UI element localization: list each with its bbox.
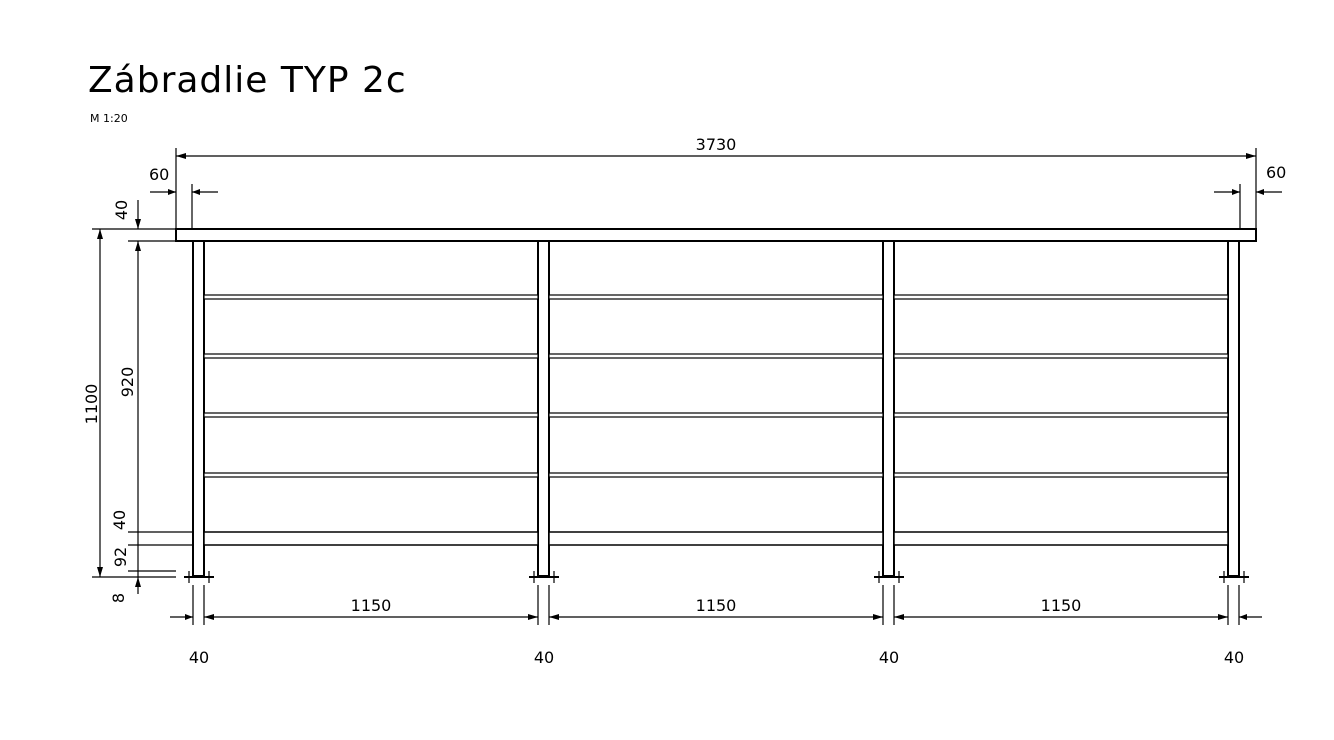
dimension-total-length: 3730 <box>175 135 1257 228</box>
dim-span-3-label: 1150 <box>1041 596 1082 615</box>
dimension-spans: 1150 1150 1150 40 40 40 40 <box>170 585 1262 667</box>
dim-overhang-right-label: 60 <box>1266 163 1286 182</box>
dim-post-4-label: 40 <box>1224 648 1244 667</box>
infill-bar-4 <box>203 472 1229 478</box>
dim-post-3-label: 40 <box>879 648 899 667</box>
base-plate-1 <box>184 571 214 583</box>
dim-bottom-gap-label: 92 <box>111 547 130 567</box>
dimension-total-height: 1100 <box>82 228 176 578</box>
base-plates <box>184 571 1249 583</box>
dim-bottom-rail-label: 40 <box>110 510 129 530</box>
dimension-infill-height: 920 <box>118 241 192 533</box>
post-2 <box>537 240 550 577</box>
dim-base-plate-label: 8 <box>109 593 128 603</box>
base-plate-2 <box>529 571 559 583</box>
infill-bars <box>203 294 1229 478</box>
dim-total-height-label: 1100 <box>82 384 101 425</box>
handrail <box>175 228 1257 242</box>
post-3 <box>882 240 895 577</box>
drawing-scale: M 1:20 <box>90 112 128 125</box>
dimension-overhang-right: 60 <box>1214 163 1286 228</box>
dim-span-1-label: 1150 <box>351 596 392 615</box>
dimension-overhang-left: 60 <box>149 165 218 228</box>
posts <box>192 240 1240 577</box>
bottom-rail <box>203 531 1229 546</box>
infill-bar-2 <box>203 353 1229 359</box>
dim-post-2-label: 40 <box>534 648 554 667</box>
infill-bar-3 <box>203 412 1229 418</box>
drawing-title: Zábradlie TYP 2c <box>88 60 407 101</box>
dimension-bottom-gap: 92 <box>111 545 176 577</box>
dimension-bottom-rail: 40 <box>110 510 192 546</box>
base-plate-4 <box>1219 571 1249 583</box>
dim-span-2-label: 1150 <box>696 596 737 615</box>
dim-overhang-left-label: 60 <box>149 165 169 184</box>
dimension-base-plate: 8 <box>109 577 141 603</box>
dim-total-length-label: 3730 <box>696 135 737 154</box>
dim-handrail-height-label: 40 <box>112 200 131 220</box>
base-plate-3 <box>874 571 904 583</box>
dimension-handrail-height: 40 <box>112 200 176 242</box>
dim-post-1-label: 40 <box>189 648 209 667</box>
post-4 <box>1227 240 1240 577</box>
dim-infill-height-label: 920 <box>118 367 137 398</box>
post-1 <box>192 240 205 577</box>
infill-bar-1 <box>203 294 1229 300</box>
